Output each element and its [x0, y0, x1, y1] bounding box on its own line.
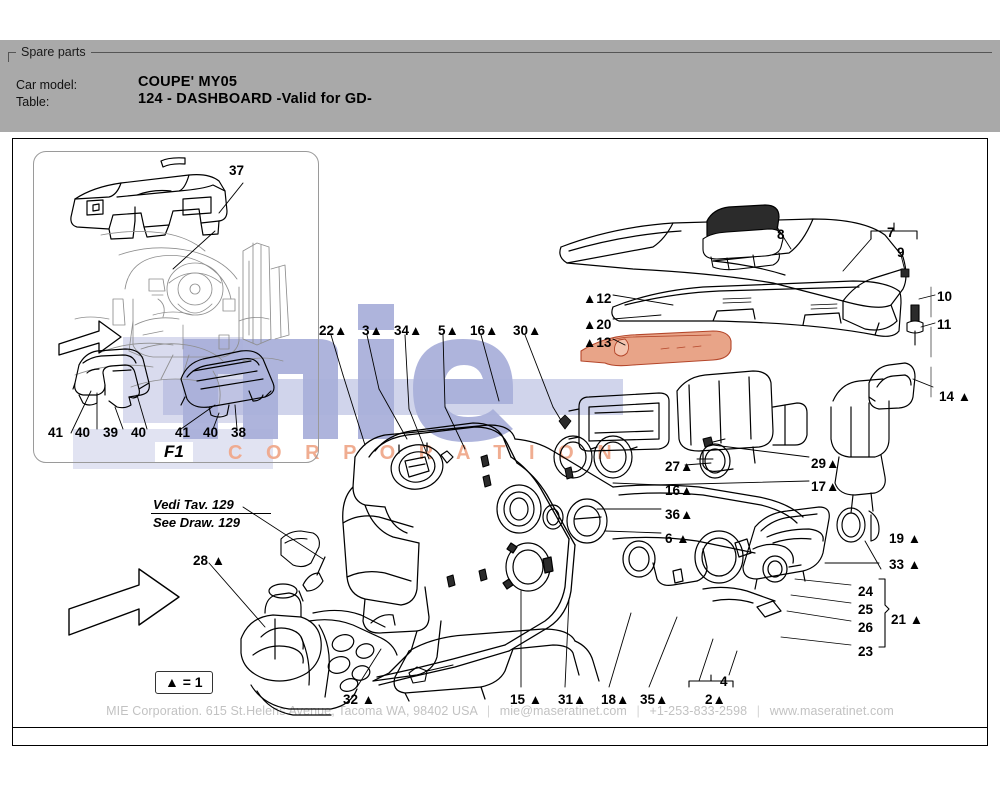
callout-28-28[interactable]: 28 ▲ — [193, 553, 226, 568]
callout-26-25[interactable]: 26 — [858, 620, 874, 635]
header-band — [0, 40, 1000, 132]
callout-8-6[interactable]: 8 — [777, 227, 785, 242]
callout-12-11[interactable]: ▲12 — [583, 291, 612, 306]
note-vedi-tav-en: See Draw. 129 — [153, 515, 240, 530]
callout-2-35[interactable]: 2▲ — [705, 692, 726, 707]
callout-39[interactable]: 39 — [103, 425, 119, 440]
callout-9-8[interactable]: 9 — [897, 245, 905, 260]
callout-7-7[interactable]: 7 — [887, 225, 895, 240]
inset-f1-title: F1 — [155, 442, 193, 462]
callout-23-26[interactable]: 23 — [858, 644, 874, 659]
note-vedi-tav-it: Vedi Tav. 129 — [153, 497, 234, 512]
car-model-value: COUPE' MY05 — [138, 74, 238, 90]
callout-41-a[interactable]: 41 — [48, 425, 64, 440]
footer-website[interactable]: www.maseratinet.com — [769, 704, 894, 718]
callout-34-2[interactable]: 34▲ — [394, 323, 423, 338]
callout-16-4[interactable]: 16▲ — [470, 323, 499, 338]
groupbox-title: Spare parts — [16, 44, 91, 60]
callout-22-0[interactable]: 22▲ — [319, 323, 348, 338]
callout-18-32[interactable]: 18▲ — [601, 692, 630, 707]
parts-line-art — [58, 157, 936, 716]
note-underline — [151, 513, 271, 514]
callout-13-13[interactable]: ▲13 — [583, 335, 612, 350]
footer-sep-1: | — [486, 704, 491, 718]
callout-17-16[interactable]: 17▲ — [811, 479, 840, 494]
callout-20-12[interactable]: ▲20 — [583, 317, 612, 332]
callout-3-1[interactable]: 3▲ — [362, 323, 383, 338]
table-label: Table: — [16, 95, 50, 109]
callout-41-b[interactable]: 41 — [175, 425, 191, 440]
footer-sep-2: | — [636, 704, 640, 718]
callout-24-23[interactable]: 24 — [858, 584, 874, 599]
groupbox-frame — [8, 52, 992, 62]
callout-19-17[interactable]: 19 ▲ — [889, 531, 922, 546]
callout-5-3[interactable]: 5▲ — [438, 323, 459, 338]
car-model-label: Car model: — [16, 78, 78, 92]
drawing-panel[interactable]: C O R P O R A T I O N — [12, 138, 988, 728]
footer-sep-3: | — [756, 704, 761, 718]
callout-35-33[interactable]: 35▲ — [640, 692, 669, 707]
callout-25-24[interactable]: 25 — [858, 602, 874, 617]
callout-36-21[interactable]: 36▲ — [665, 507, 694, 522]
callout-15-30[interactable]: 15 ▲ — [510, 692, 543, 707]
callout-4-34[interactable]: 4 — [720, 674, 728, 689]
callout-30-5[interactable]: 30▲ — [513, 323, 542, 338]
callout-16-20[interactable]: 16▲ — [665, 483, 694, 498]
callout-38[interactable]: 38 — [231, 425, 247, 440]
table-value: 124 - DASHBOARD -Valid for GD- — [138, 91, 372, 107]
legend-triangle-equals-one: ▲ = 1 — [155, 671, 213, 694]
footer-email[interactable]: mie@maseratinet.com — [499, 704, 627, 718]
footer-company: MIE Corporation. 615 St.Helens Avenue, T… — [106, 704, 478, 718]
footer-phone: +1-253-833-2598 — [649, 704, 748, 718]
callout-21-27[interactable]: 21 ▲ — [891, 612, 924, 627]
callout-14-14[interactable]: 14 ▲ — [939, 389, 972, 404]
panel-bottom-band — [12, 728, 988, 746]
callout-32-29[interactable]: 32 ▲ — [343, 692, 376, 707]
callout-37[interactable]: 37 — [229, 163, 245, 178]
callout-40-c[interactable]: 40 — [203, 425, 219, 440]
callout-10-9[interactable]: 10 — [937, 289, 953, 304]
callout-29-15[interactable]: 29▲ — [811, 456, 840, 471]
callout-31-31[interactable]: 31▲ — [558, 692, 587, 707]
callout-33-18[interactable]: 33 ▲ — [889, 557, 922, 572]
callout-27-19[interactable]: 27▲ — [665, 459, 694, 474]
footer: MIE Corporation. 615 St.Helens Avenue, T… — [0, 704, 1000, 718]
callout-6-22[interactable]: 6 ▲ — [665, 531, 690, 546]
callout-11-10[interactable]: 11 — [937, 317, 952, 332]
callout-40-b[interactable]: 40 — [131, 425, 147, 440]
inset-f1-box — [33, 151, 319, 463]
callout-40-a[interactable]: 40 — [75, 425, 91, 440]
